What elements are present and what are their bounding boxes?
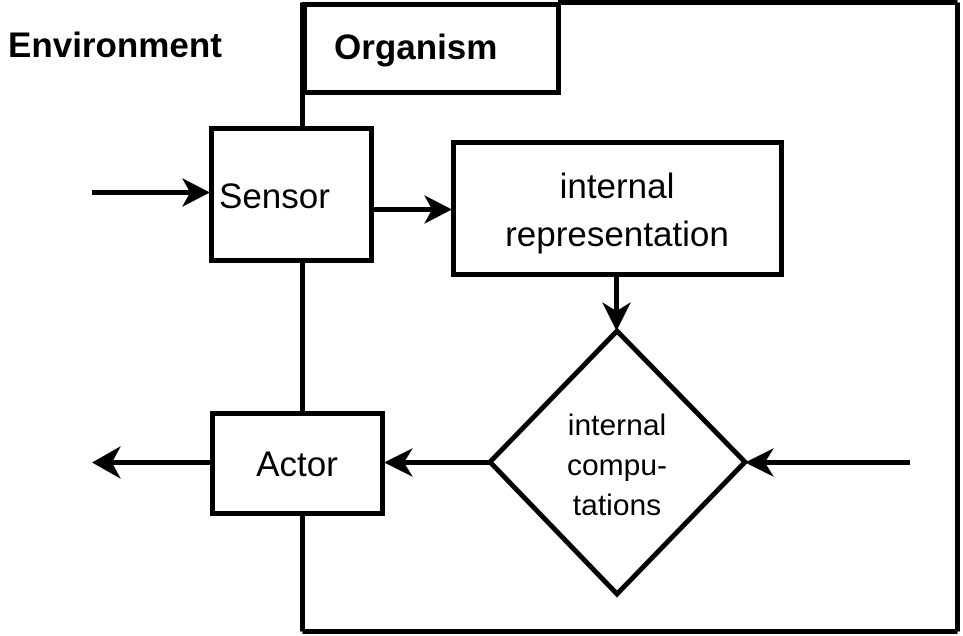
internal-computations-diamond	[486, 327, 749, 598]
organism-label-box	[302, 2, 561, 95]
computations-to-actor-arrowhead	[384, 448, 413, 477]
stimulus-input-arrowhead	[182, 178, 210, 207]
actor-box	[210, 411, 385, 516]
internal-representation-box	[451, 140, 784, 277]
sensor-label: Sensor	[219, 177, 330, 216]
internal-computations-label-line1: internal	[568, 409, 666, 442]
actor-output-arrowhead	[92, 446, 121, 479]
organism-boundary	[300, 0, 960, 634]
organism-title: Organism	[334, 28, 497, 67]
internal-computations-label-line3: tations	[573, 489, 661, 522]
sensor-to-representation-arrow	[371, 195, 452, 224]
actor-label: Actor	[256, 445, 338, 484]
external-input-to-computations-arrow	[745, 448, 910, 477]
external-input-to-computations-arrowhead	[745, 448, 774, 477]
sensor-box	[209, 126, 374, 263]
internal-representation-label-line1: internal	[560, 167, 675, 206]
internal-representation-label-line2: representation	[505, 215, 729, 254]
computations-to-actor-arrow	[384, 448, 490, 477]
internal-computations-label-line2: compu-	[567, 449, 667, 482]
stimulus-input-arrow	[92, 178, 210, 207]
representation-to-computations-arrow	[602, 274, 631, 331]
representation-to-computations-arrowhead	[602, 302, 631, 331]
sensor-to-representation-arrowhead	[424, 195, 452, 224]
environment-title: Environment	[8, 26, 222, 65]
actor-output-arrow	[92, 446, 211, 479]
